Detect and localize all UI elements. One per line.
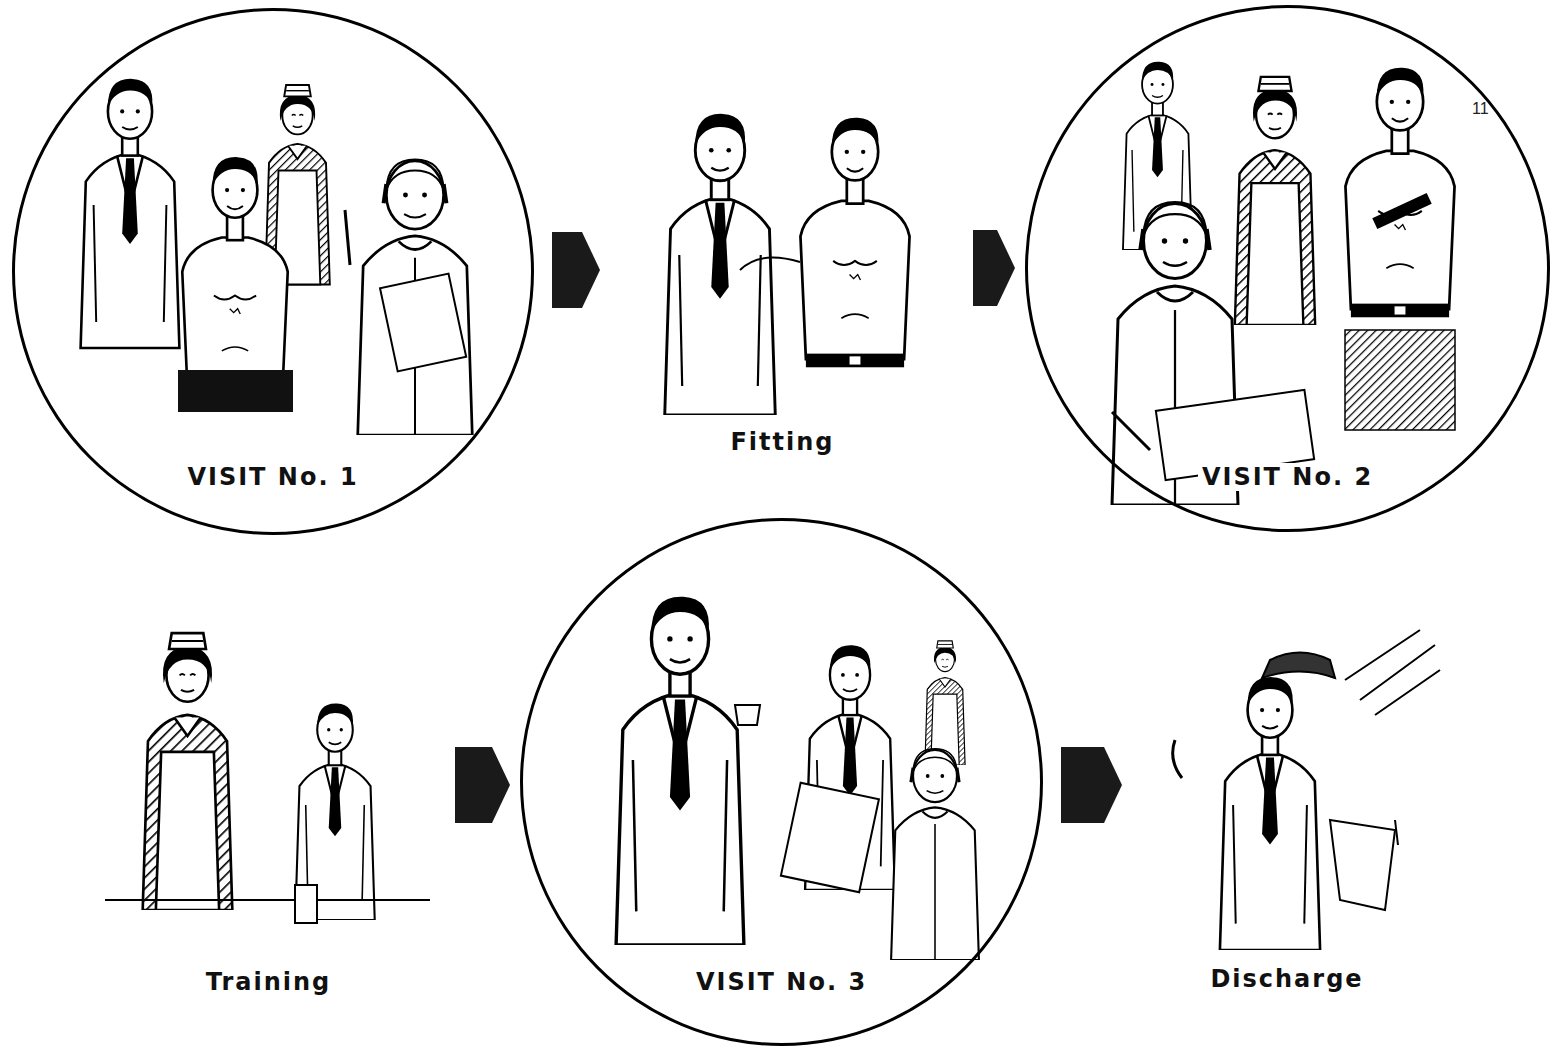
step-label-row: Discharge (1132, 965, 1442, 993)
step-circle: VISIT No. 1 (12, 8, 534, 535)
step-label-row: Fitting (610, 428, 955, 456)
step-label-row: VISIT No. 2 (1028, 463, 1547, 491)
step-label: Training (202, 968, 336, 996)
step-label-row: VISIT No. 1 (15, 463, 531, 491)
step-label: VISIT No. 2 (1198, 463, 1377, 491)
step-label: VISIT No. 3 (692, 968, 871, 996)
step-label-row: VISIT No. 3 (523, 968, 1040, 996)
step-circle: VISIT No. 2 (1025, 5, 1550, 532)
flow-arrow (1061, 747, 1122, 823)
step-circle: VISIT No. 3 (520, 518, 1043, 1046)
step-label: VISIT No. 1 (183, 463, 362, 491)
step-panel: Fitting (610, 95, 955, 465)
step-label-row: Training (100, 968, 437, 996)
page-number: 11 (1472, 100, 1489, 118)
step-label: Discharge (1206, 965, 1367, 993)
step-panel: Training (100, 620, 437, 1000)
flow-arrow (552, 232, 600, 308)
step-label: Fitting (726, 428, 838, 456)
flow-arrow (455, 747, 510, 823)
step-panel: Discharge (1132, 620, 1442, 1000)
flow-arrow (973, 230, 1015, 306)
